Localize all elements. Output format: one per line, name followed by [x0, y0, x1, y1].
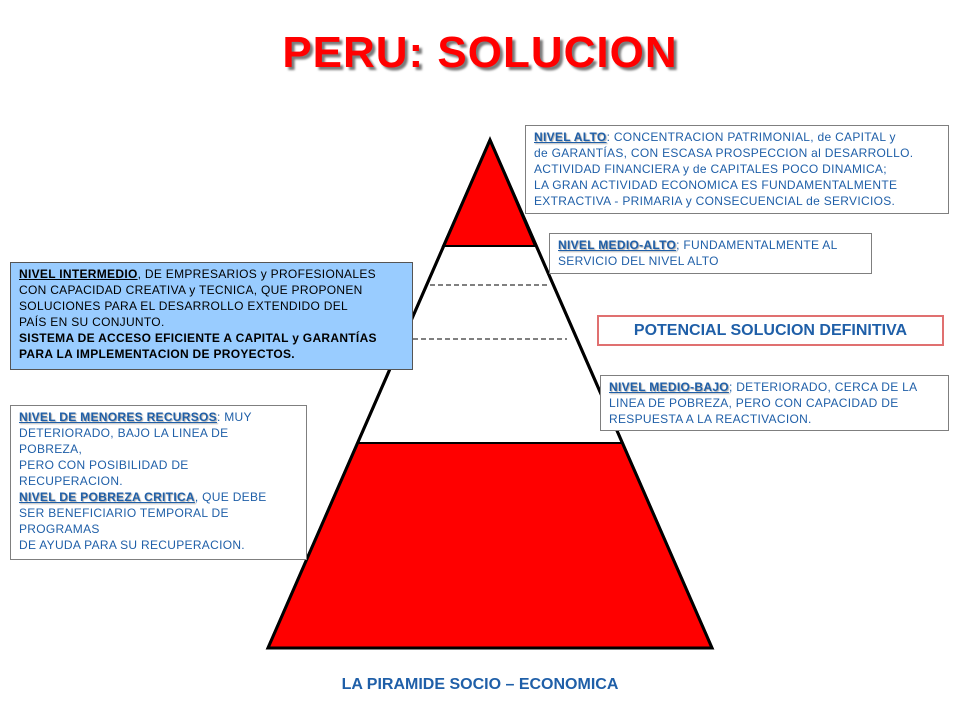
pyramid-top-segment: [441, 137, 537, 247]
nivel-menores-line-2: POBREZA,: [19, 442, 83, 456]
nivel-medio-alto-box: NIVEL MEDIO-ALTO; FUNDAMENTALMENTE AL SE…: [549, 233, 872, 274]
diagram-caption: LA PIRAMIDE SOCIO – ECONOMICA: [341, 676, 619, 693]
nivel-menores-line-3: PERO CON POSIBILIDAD DE: [19, 458, 189, 472]
nivel-medio-alto-label: NIVEL MEDIO-ALTO: [558, 238, 677, 252]
pyramid-bottom-segment: [266, 442, 714, 649]
page-title: PERU: SOLUCION: [282, 28, 678, 77]
nivel-menores-line2-2: PROGRAMAS: [19, 522, 100, 536]
nivel-menores-line2-1: SER BENEFICIARIO TEMPORAL DE: [19, 506, 229, 520]
nivel-medio-bajo-box: NIVEL MEDIO-BAJO; DETERIORADO, CERCA DE …: [600, 375, 949, 431]
nivel-intermedio-label: NIVEL INTERMEDIO: [19, 267, 138, 281]
nivel-intermedio-box: NIVEL INTERMEDIO, DE EMPRESARIOS y PROFE…: [10, 262, 413, 370]
nivel-intermedio-strong-1: PARA LA IMPLEMENTACION DE PROYECTOS.: [19, 347, 295, 361]
nivel-alto-line-3: LA GRAN ACTIVIDAD ECONOMICA ES FUNDAMENT…: [534, 178, 898, 192]
nivel-intermedio-line-0: DE EMPRESARIOS y PROFESIONALES: [144, 267, 376, 281]
nivel-intermedio-line-2: SOLUCIONES PARA EL DESARROLLO EXTENDIDO …: [19, 299, 348, 313]
nivel-menores-line2-3: DE AYUDA PARA SU RECUPERACION.: [19, 538, 245, 552]
nivel-menores-recursos-box: NIVEL DE MENORES RECURSOS: MUY DETERIORA…: [10, 405, 307, 560]
nivel-alto-box: NIVEL ALTO: CONCENTRACION PATRIMONIAL, d…: [525, 125, 949, 214]
nivel-menores-line-0: MUY: [224, 410, 252, 424]
nivel-menores-line-1: DETERIORADO, BAJO LA LINEA DE: [19, 426, 229, 440]
nivel-alto-line-4: EXTRACTIVA - PRIMARIA y CONSECUENCIAL de…: [534, 194, 896, 208]
nivel-medio-bajo-line-1: LINEA DE POBREZA, PERO CON CAPACIDAD DE: [609, 396, 899, 410]
nivel-medio-bajo-label: NIVEL MEDIO-BAJO: [609, 380, 729, 394]
nivel-menores-line-4: RECUPERACION.: [19, 474, 123, 488]
nivel-pobreza-critica-label: NIVEL DE POBREZA CRITICA: [19, 490, 195, 504]
nivel-menores-label: NIVEL DE MENORES RECURSOS: [19, 410, 217, 424]
nivel-alto-line-0: CONCENTRACION PATRIMONIAL, de CAPITAL y: [613, 130, 896, 144]
nivel-alto-line-1: de GARANTÍAS, CON ESCASA PROSPECCION al …: [534, 146, 914, 160]
nivel-medio-bajo-line-2: RESPUESTA A LA REACTIVACION.: [609, 412, 812, 426]
nivel-medio-alto-line-1: SERVICIO DEL NIVEL ALTO: [558, 254, 719, 268]
nivel-medio-alto-line-0: FUNDAMENTALMENTE AL: [683, 238, 838, 252]
nivel-alto-label: NIVEL ALTO: [534, 130, 607, 144]
nivel-medio-bajo-line-0: DETERIORADO, CERCA DE LA: [736, 380, 918, 394]
nivel-intermedio-strong-0: SISTEMA DE ACCESO EFICIENTE A CAPITAL y …: [19, 331, 377, 345]
nivel-alto-line-2: ACTIVIDAD FINANCIERA y de CAPITALES POCO…: [534, 162, 887, 176]
potencial-solucion-box: POTENCIAL SOLUCION DEFINITIVA: [597, 315, 944, 346]
nivel-intermedio-line-1: CON CAPACIDAD CREATIVA y TECNICA, QUE PR…: [19, 283, 363, 297]
nivel-menores-line2-0: QUE DEBE: [202, 490, 267, 504]
nivel-intermedio-line-3: PAÍS EN SU CONJUNTO.: [19, 315, 165, 329]
